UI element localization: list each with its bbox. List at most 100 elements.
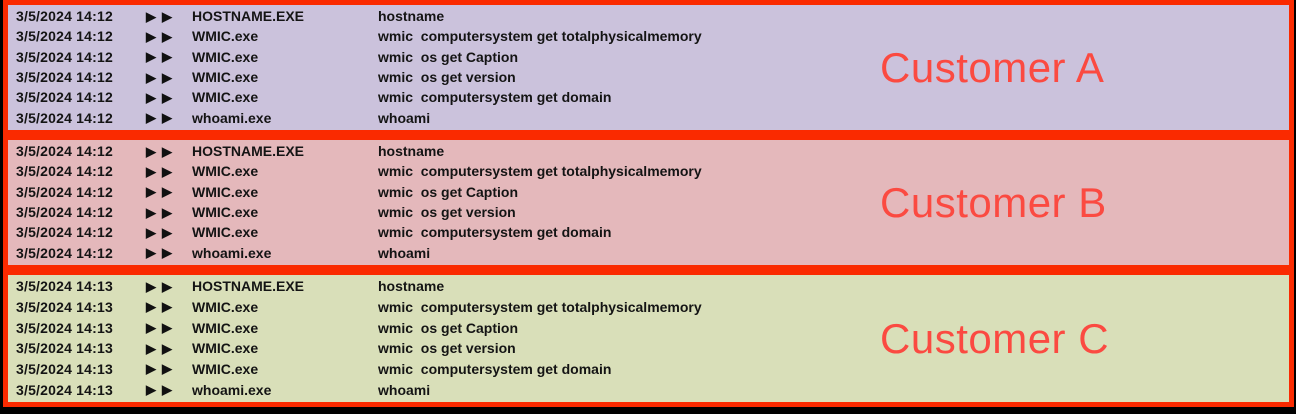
process-depth-icons: ▶ ▶ [146,165,192,178]
play-icon: ▶ [162,89,172,105]
command-line-cell: whoami [378,381,431,398]
play-icon: ▶ [146,320,156,336]
play-icon: ▶ [162,299,172,315]
process-depth-icons: ▶ ▶ [146,185,192,198]
process-log-row[interactable]: 3/5/2024 14:12 ▶ ▶ WMIC.exe wmic os get … [8,185,1289,199]
process-depth-icons: ▶ ▶ [146,145,192,158]
process-depth-icons: ▶ ▶ [146,30,192,43]
customer-section-customer-b: 3/5/2024 14:12 ▶ ▶ HOSTNAME.EXE hostname… [3,135,1294,270]
process-log-row[interactable]: 3/5/2024 14:12 ▶ ▶ WMIC.exe wmic compute… [8,29,1289,43]
command-line-cell: wmic os get version [378,204,516,221]
process-depth-icons: ▶ ▶ [146,280,192,293]
command-line-cell: wmic computersystem get totalphysicalmem… [378,163,702,180]
play-icon: ▶ [162,8,172,24]
play-icon: ▶ [146,8,156,24]
process-name-cell: HOSTNAME.EXE [192,143,305,160]
play-icon: ▶ [146,299,156,315]
play-icon: ▶ [146,184,156,200]
customer-section-customer-a: 3/5/2024 14:12 ▶ ▶ HOSTNAME.EXE hostname… [3,0,1294,135]
play-icon: ▶ [146,89,156,105]
play-icon: ▶ [162,320,172,336]
play-icon: ▶ [146,163,156,179]
command-line-cell: wmic os get Caption [378,319,519,336]
process-log-row[interactable]: 3/5/2024 14:12 ▶ ▶ WMIC.exe wmic compute… [8,90,1289,104]
process-name-cell: whoami.exe [192,244,272,261]
command-line-cell: wmic os get version [378,69,516,86]
timestamp-cell: 3/5/2024 14:12 [16,28,113,45]
timestamp-cell: 3/5/2024 14:12 [16,143,113,160]
command-line-cell: hostname [378,143,445,160]
command-line-cell: whoami [378,244,431,261]
play-icon: ▶ [146,340,156,356]
command-line-cell: hostname [378,278,445,295]
play-icon: ▶ [162,110,172,126]
process-name-cell: WMIC.exe [192,69,259,86]
play-icon: ▶ [146,204,156,220]
process-name-cell: WMIC.exe [192,89,259,106]
process-depth-icons: ▶ ▶ [146,342,192,355]
timestamp-cell: 3/5/2024 14:12 [16,48,113,65]
play-icon: ▶ [146,224,156,240]
process-depth-icons: ▶ ▶ [146,246,192,259]
process-name-cell: WMIC.exe [192,183,259,200]
play-icon: ▶ [146,361,156,377]
timestamp-cell: 3/5/2024 14:12 [16,204,113,221]
play-icon: ▶ [162,361,172,377]
play-icon: ▶ [162,163,172,179]
timestamp-cell: 3/5/2024 14:12 [16,8,113,25]
process-log-rows: 3/5/2024 14:12 ▶ ▶ HOSTNAME.EXE hostname… [8,140,1289,265]
play-icon: ▶ [146,49,156,65]
process-log-rows: 3/5/2024 14:13 ▶ ▶ HOSTNAME.EXE hostname… [8,275,1289,402]
process-name-cell: WMIC.exe [192,204,259,221]
process-log-row[interactable]: 3/5/2024 14:12 ▶ ▶ HOSTNAME.EXE hostname [8,9,1289,23]
play-icon: ▶ [162,340,172,356]
process-log-row[interactable]: 3/5/2024 14:12 ▶ ▶ WMIC.exe wmic os get … [8,50,1289,64]
timestamp-cell: 3/5/2024 14:13 [16,381,113,398]
process-depth-icons: ▶ ▶ [146,226,192,239]
process-log-row[interactable]: 3/5/2024 14:12 ▶ ▶ whoami.exe whoami [8,246,1289,260]
process-name-cell: whoami.exe [192,109,272,126]
process-name-cell: WMIC.exe [192,224,259,241]
play-icon: ▶ [162,69,172,85]
process-log-row[interactable]: 3/5/2024 14:12 ▶ ▶ whoami.exe whoami [8,111,1289,125]
command-line-cell: wmic computersystem get totalphysicalmem… [378,28,702,45]
process-log-row[interactable]: 3/5/2024 14:12 ▶ ▶ WMIC.exe wmic os get … [8,70,1289,84]
process-log-row[interactable]: 3/5/2024 14:12 ▶ ▶ WMIC.exe wmic compute… [8,164,1289,178]
process-log-row[interactable]: 3/5/2024 14:12 ▶ ▶ WMIC.exe wmic compute… [8,225,1289,239]
process-depth-icons: ▶ ▶ [146,71,192,84]
process-name-cell: WMIC.exe [192,48,259,65]
command-line-cell: wmic os get Caption [378,183,519,200]
timestamp-cell: 3/5/2024 14:12 [16,69,113,86]
command-line-cell: hostname [378,8,445,25]
play-icon: ▶ [162,382,172,398]
process-depth-icons: ▶ ▶ [146,321,192,334]
process-log-row[interactable]: 3/5/2024 14:12 ▶ ▶ WMIC.exe wmic os get … [8,205,1289,219]
process-name-cell: whoami.exe [192,381,272,398]
command-line-cell: wmic computersystem get totalphysicalmem… [378,298,702,315]
play-icon: ▶ [162,278,172,294]
process-log-row[interactable]: 3/5/2024 14:13 ▶ ▶ WMIC.exe wmic compute… [8,362,1289,376]
play-icon: ▶ [146,278,156,294]
process-depth-icons: ▶ ▶ [146,111,192,124]
timestamp-cell: 3/5/2024 14:12 [16,89,113,106]
process-log-row[interactable]: 3/5/2024 14:13 ▶ ▶ WMIC.exe wmic compute… [8,300,1289,314]
play-icon: ▶ [146,382,156,398]
process-log-row[interactable]: 3/5/2024 14:13 ▶ ▶ WMIC.exe wmic os get … [8,341,1289,355]
process-log-row[interactable]: 3/5/2024 14:13 ▶ ▶ HOSTNAME.EXE hostname [8,279,1289,293]
process-log-row[interactable]: 3/5/2024 14:12 ▶ ▶ HOSTNAME.EXE hostname [8,144,1289,158]
timestamp-cell: 3/5/2024 14:13 [16,319,113,336]
play-icon: ▶ [162,204,172,220]
process-log-row[interactable]: 3/5/2024 14:13 ▶ ▶ whoami.exe whoami [8,383,1289,397]
customer-section-customer-c: 3/5/2024 14:13 ▶ ▶ HOSTNAME.EXE hostname… [3,270,1294,407]
timestamp-cell: 3/5/2024 14:12 [16,244,113,261]
command-line-cell: wmic os get Caption [378,48,519,65]
process-depth-icons: ▶ ▶ [146,383,192,396]
command-line-cell: wmic computersystem get domain [378,224,612,241]
play-icon: ▶ [146,143,156,159]
play-icon: ▶ [146,69,156,85]
process-depth-icons: ▶ ▶ [146,91,192,104]
play-icon: ▶ [146,110,156,126]
play-icon: ▶ [162,245,172,261]
process-log-row[interactable]: 3/5/2024 14:13 ▶ ▶ WMIC.exe wmic os get … [8,321,1289,335]
